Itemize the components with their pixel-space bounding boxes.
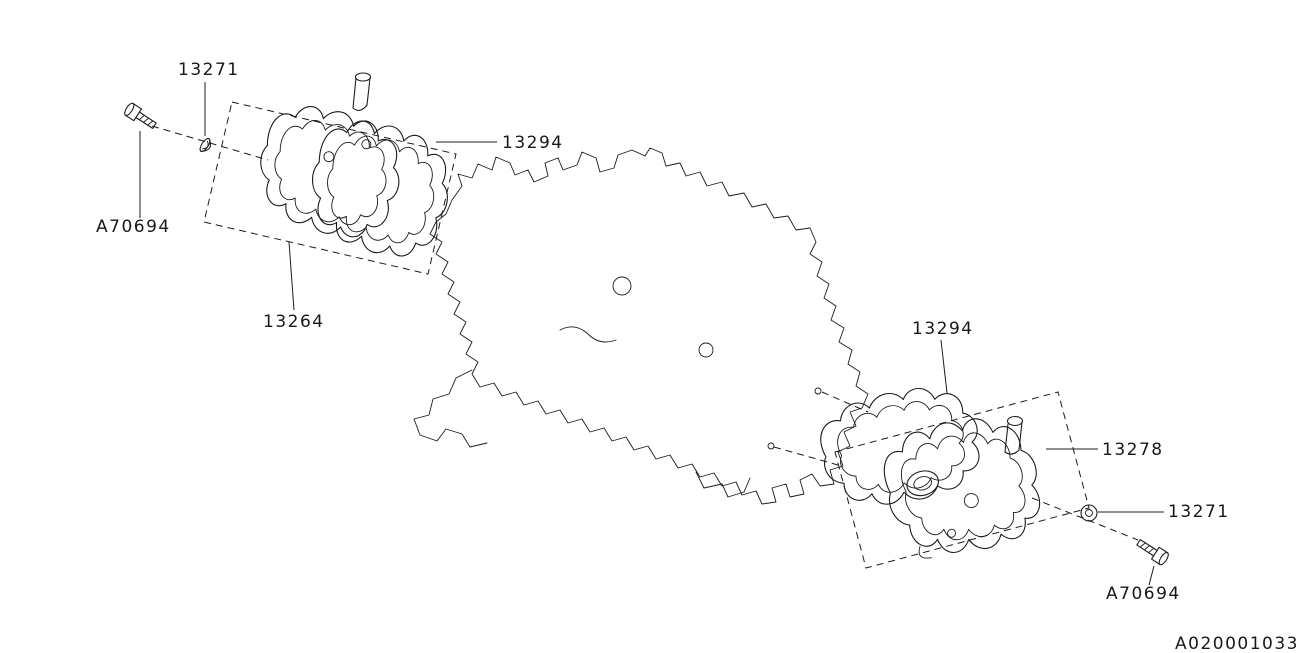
cover-outer-edge xyxy=(871,401,1055,572)
cover-flange-detail xyxy=(918,546,932,559)
washer-inner xyxy=(1085,509,1093,517)
part-label-bolt-rear: A70694 xyxy=(1106,584,1181,604)
cover-bolt-hole xyxy=(361,139,372,150)
gasket-outer-edge xyxy=(299,111,461,266)
part-label-cover-front: 13264 xyxy=(263,312,325,332)
part-label-gasket-rear: 13294 xyxy=(912,319,974,339)
oil-filler-ring-inner xyxy=(913,476,932,491)
alignment-guides-front xyxy=(151,101,457,275)
engine-block-silhouette xyxy=(429,147,869,505)
block-detail-circle xyxy=(612,276,632,296)
boss-guide-lower xyxy=(773,446,839,466)
part-label-cover-rear: 13278 xyxy=(1102,440,1164,460)
cover-inner-rib xyxy=(891,419,1037,555)
oil-filler-ring-outer xyxy=(906,470,939,497)
leader-bolt-rear xyxy=(1148,565,1155,586)
engine-block-lower-left-lobe xyxy=(413,369,488,448)
washer-outer xyxy=(1080,504,1098,522)
block-bolt-boss-lower xyxy=(767,442,775,450)
part-label-grommet-rear: 13271 xyxy=(1168,502,1230,522)
filler-tube-front xyxy=(352,72,372,111)
engine-block-bottom-bracket xyxy=(695,471,751,498)
mounting-bolt-rear xyxy=(1134,535,1171,567)
leader-lines xyxy=(139,82,1164,586)
leader-cover-front xyxy=(288,241,295,311)
part-labels: 13271 A70694 13294 13264 13294 13278 132… xyxy=(96,60,1230,604)
alignment-guides-rear xyxy=(773,391,1139,569)
valve-cover-front xyxy=(248,72,412,247)
bolt-drawing xyxy=(1134,535,1171,567)
bolt-drawing xyxy=(122,101,159,133)
guide-plane-front xyxy=(203,101,457,275)
boss-guide-upper xyxy=(821,391,869,413)
part-label-grommet-front: 13271 xyxy=(178,60,240,80)
cover-outer-edge xyxy=(248,97,412,247)
gasket-inner-edge xyxy=(317,128,445,251)
cover-bolt-hole xyxy=(947,528,957,538)
washer-dome xyxy=(200,138,212,152)
mounting-bolt-front xyxy=(122,101,159,133)
sealing-washer-rear xyxy=(1080,504,1098,522)
pcv-tube-rear xyxy=(1004,415,1024,455)
cover-bolt-hole xyxy=(963,493,979,508)
block-bolt-boss-upper xyxy=(814,387,822,395)
bolt-axis-rear xyxy=(1031,497,1139,541)
guide-plane-rear xyxy=(834,391,1090,569)
valve-cover-rear xyxy=(871,401,1055,572)
block-detail-circle xyxy=(698,342,714,358)
leader-gasket-rear xyxy=(940,339,948,394)
cover-gasket-front xyxy=(299,111,461,266)
washer-inner xyxy=(202,140,209,150)
figure-code: A020001033 xyxy=(1175,634,1299,653)
part-label-gasket-front: 13294 xyxy=(502,133,564,153)
part-label-bolt-front: A70694 xyxy=(96,217,171,237)
engine-block-outline xyxy=(413,147,869,505)
sealing-washer-front xyxy=(199,137,212,153)
block-detail-rib xyxy=(559,326,617,343)
